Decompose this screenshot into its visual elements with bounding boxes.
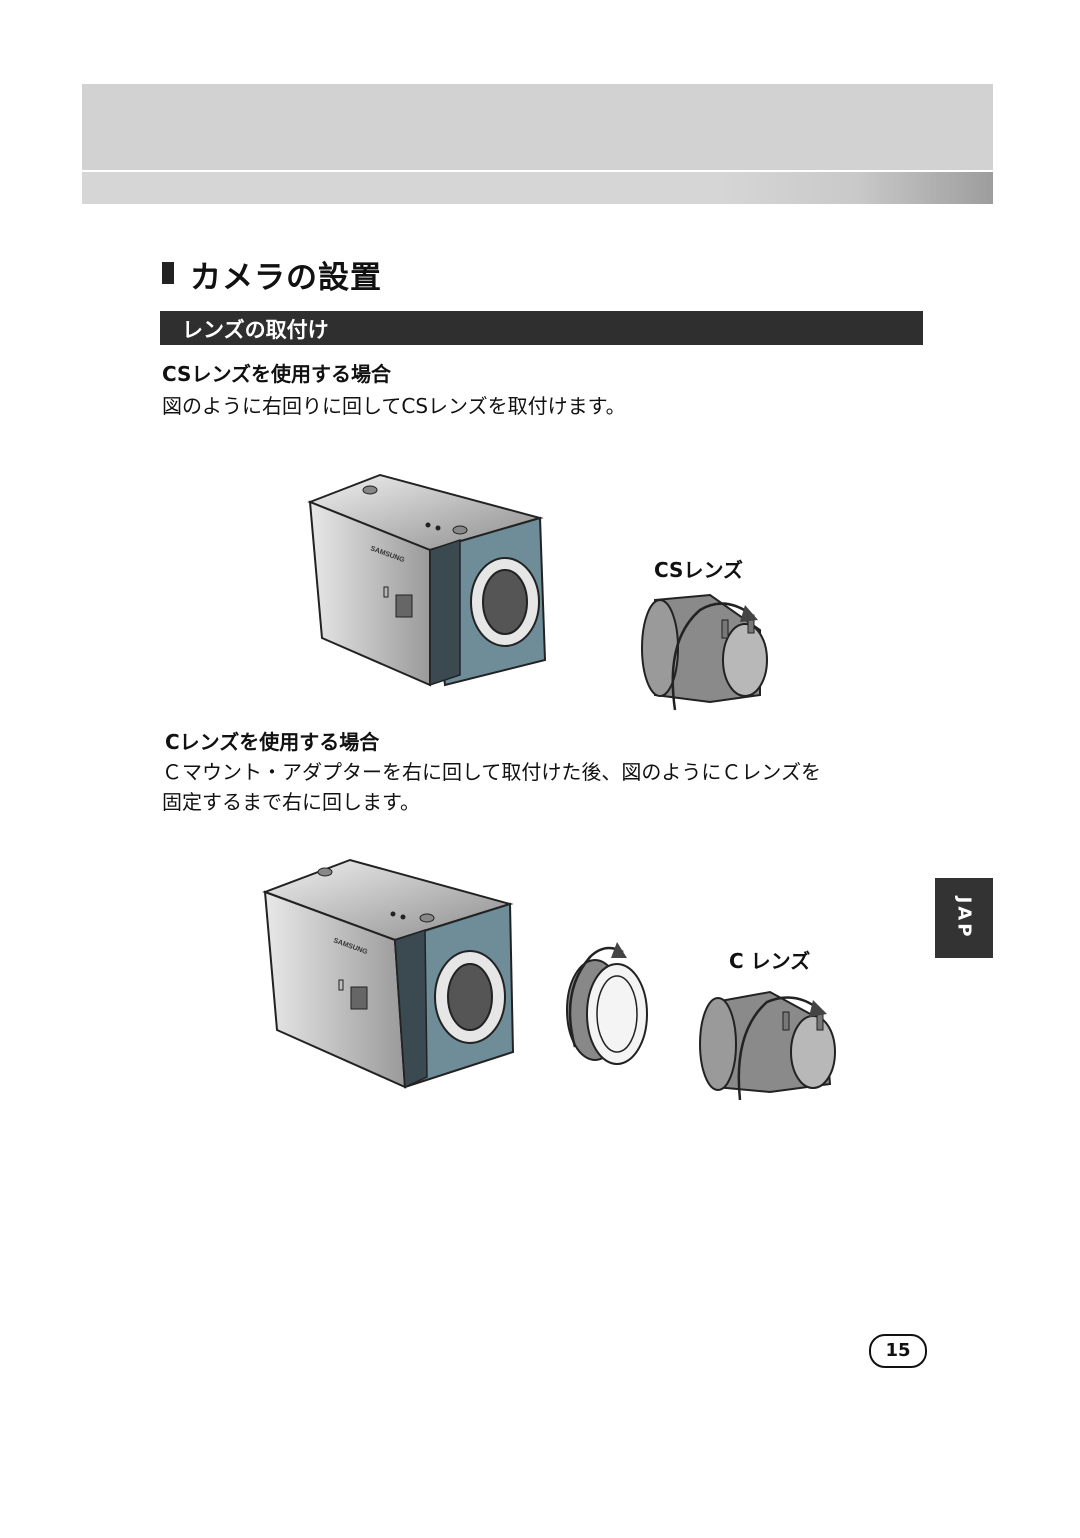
camera-body: SAMSUNG	[262, 858, 515, 1089]
c-lens	[699, 990, 836, 1101]
cs-lens-figure: SAMSUNG	[307, 473, 768, 711]
language-tab: JAP	[935, 878, 993, 958]
c-heading: Cレンズを使用する場合	[165, 730, 380, 754]
title-marker	[162, 262, 174, 284]
header-gradient-band	[82, 172, 993, 204]
cs-lens	[641, 593, 768, 711]
page-title: カメラの設置	[190, 260, 382, 296]
page-number: 15	[869, 1334, 927, 1368]
cs-lens-label: CSレンズ	[654, 558, 744, 582]
header-band	[82, 84, 993, 170]
cs-instruction: 図のように右回りに回してCSレンズを取付けます。	[162, 394, 626, 418]
c-instruction-line1: Ｃマウント・アダプターを右に回して取付けた後、図のようにＣレンズを	[162, 760, 821, 784]
c-lens-label: C レンズ	[729, 949, 811, 973]
language-tab-label: JAP	[953, 896, 975, 940]
c-mount-adapter	[566, 942, 648, 1065]
section-title: レンズの取付け	[182, 318, 329, 342]
c-lens-figure: SAMSUNG	[262, 858, 836, 1101]
cs-heading: CSレンズを使用する場合	[162, 362, 392, 386]
camera-body: SAMSUNG	[307, 473, 547, 687]
c-instruction-line2: 固定するまで右に回します。	[162, 790, 420, 814]
section-bar: レンズの取付け	[160, 311, 923, 345]
